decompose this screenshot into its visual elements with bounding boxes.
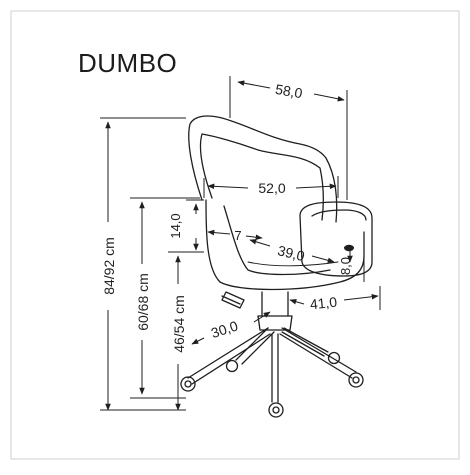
label-overall-width: 58,0 [274, 81, 304, 102]
dimension-lines [100, 76, 381, 411]
seat [205, 199, 365, 291]
label-armrest-height: 8,0 [338, 257, 353, 275]
chair-drawing [180, 115, 373, 418]
backrest-inner [199, 133, 324, 221]
label-depth-total: 41,0 [309, 294, 338, 313]
star-base [187, 327, 357, 403]
casters [180, 351, 364, 418]
border [10, 10, 460, 460]
product-title: DUMBO [78, 48, 177, 78]
label-base-radius: 30,0 [209, 317, 240, 341]
backrest [188, 115, 338, 223]
label-seat-floor-height: 46/54 cm [171, 295, 187, 353]
armrest [299, 201, 373, 277]
label-total-height: 84/92 cm [101, 237, 117, 295]
label-seat-width: 52,0 [258, 180, 285, 196]
label-seat-depth: 39,0 [276, 242, 307, 264]
gas-lift [261, 291, 289, 317]
label-armrest-floor-height: 60/68 cm [135, 273, 151, 331]
label-backrest-height: 14,0 [168, 213, 183, 238]
label-small-offset: 7 [234, 228, 241, 243]
